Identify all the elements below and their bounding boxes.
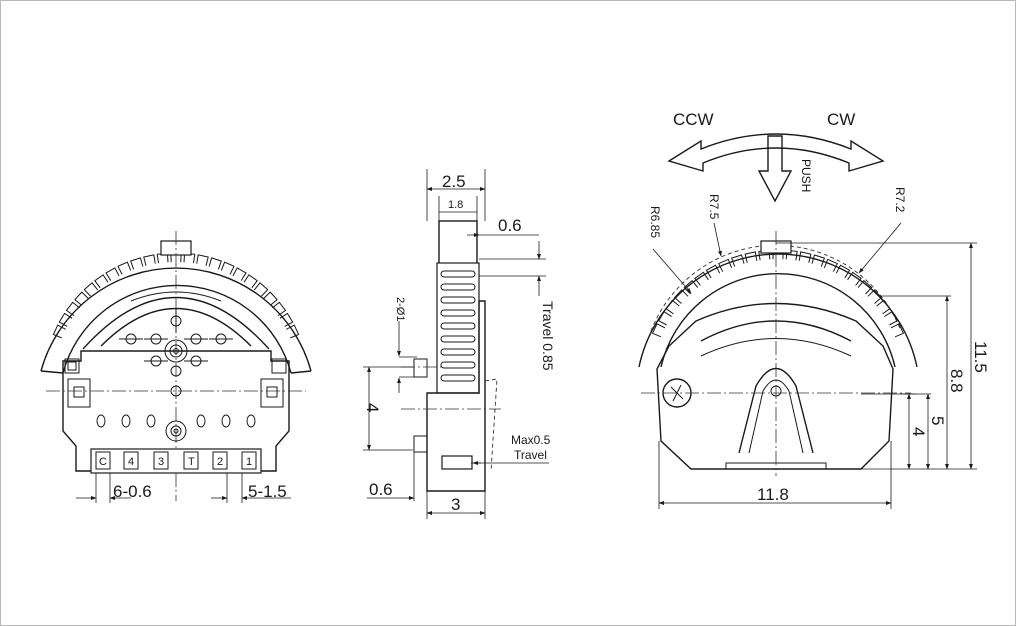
- front-wheel-outer: [40, 267, 312, 372]
- wheel-tooth: [271, 301, 287, 317]
- knurl-rib: [440, 283, 476, 291]
- wheel-tooth: [196, 254, 209, 266]
- dim-r2: R7.5: [707, 194, 721, 220]
- front-pins: C 4 3 T 2 1: [95, 451, 257, 470]
- front-hole-pattern: [96, 309, 256, 442]
- front-body: [62, 350, 290, 472]
- wheel-tooth: [867, 289, 883, 304]
- wheel-tooth: [658, 310, 672, 326]
- front-wheel-inner: [62, 284, 292, 374]
- dim-side-offset: 0.6: [369, 480, 393, 499]
- knurl-rib: [440, 335, 476, 343]
- knurl-rib: [440, 322, 476, 330]
- wheel-tooth: [65, 301, 81, 317]
- label-push: PUSH: [799, 159, 813, 192]
- wheel-tooth: [744, 251, 758, 263]
- wheel-tooth: [94, 274, 109, 289]
- knurl-rib: [440, 374, 476, 382]
- rotation-arrow: [667, 133, 885, 172]
- dim-side-hole: 2-Ø1: [394, 297, 406, 321]
- wheel-tooth: [208, 257, 222, 270]
- wheel-tooth: [220, 261, 235, 275]
- wheel-tooth: [83, 282, 99, 297]
- wheel-tooth: [823, 258, 838, 272]
- wheel-tooth: [651, 323, 666, 338]
- dim-side-max-travel: Travel: [514, 448, 547, 462]
- dim-side-step: 0.6: [498, 216, 522, 235]
- wheel-tooth: [117, 261, 132, 275]
- wheel-tooth: [847, 271, 862, 286]
- wheel-tooth: [665, 299, 680, 315]
- wheel-tooth: [52, 324, 66, 339]
- knurl-rib: [440, 309, 476, 317]
- wheel-tooth: [718, 258, 733, 272]
- wheel-tooth: [835, 264, 851, 279]
- wheel-tooth: [143, 254, 156, 266]
- label-ccw: CCW: [673, 110, 714, 129]
- label-cw: CW: [827, 110, 855, 129]
- knurl-rib: [440, 361, 476, 369]
- dim-rear-total-height: 11.5: [971, 341, 990, 373]
- side-knurl-ribs: [440, 270, 476, 382]
- knurl-rib: [440, 296, 476, 304]
- push-arrow: [757, 135, 793, 203]
- wheel-tooth: [811, 254, 826, 267]
- side-knurl: [436, 262, 480, 394]
- side-view: 2.5 1.8 0.6 Travel 0.85 2-Ø1 4 Max0.5 Tr…: [363, 169, 556, 519]
- wheel-tooth: [798, 251, 812, 263]
- dim-side-inner: 1.8: [448, 199, 463, 211]
- dim-rear-width: 11.8: [757, 485, 789, 504]
- dim-side-max: Max0.5: [511, 433, 551, 447]
- wheel-tooth: [890, 323, 905, 338]
- wheel-tooth: [279, 312, 294, 327]
- dim-r3: R7.2: [893, 187, 907, 213]
- pin-label-4: 4: [128, 456, 134, 468]
- dim-r1: R6.85: [648, 206, 662, 238]
- rear-wheel-teeth: [651, 249, 905, 338]
- front-view: C 4 3 T 2 1 6-0.6 5-1.5: [40, 231, 312, 503]
- pin-label-t: T: [188, 456, 195, 468]
- knurl-rib: [440, 270, 476, 278]
- dim-side-width: 2.5: [442, 172, 466, 191]
- wheel-tooth: [286, 324, 300, 339]
- wheel-tooth: [263, 291, 278, 306]
- wheel-tooth: [884, 310, 898, 326]
- pin-label-1: 1: [246, 456, 252, 468]
- pin-label-2: 2: [217, 456, 223, 468]
- dim-rear-h2: 8.8: [947, 369, 966, 393]
- pin-label-c: C: [99, 456, 107, 468]
- dim-side-base: 3: [451, 495, 460, 514]
- front-pin-strip: [90, 448, 262, 474]
- wheel-tooth: [785, 249, 798, 261]
- dim-rear-h3: 5: [928, 416, 947, 425]
- wheel-tooth: [705, 264, 721, 279]
- dim-rear-h4: 4: [909, 427, 928, 436]
- rear-view: CCW CW PUSH R6.85 R7.5 R7.2: [638, 110, 990, 509]
- wheel-tooth: [876, 299, 891, 315]
- rear-wheel-outer: [638, 253, 918, 368]
- wheel-tooth: [243, 274, 258, 289]
- dim-pad-width: 5-1.5: [248, 482, 287, 501]
- pin-label-3: 3: [158, 456, 164, 468]
- wheel-tooth: [694, 271, 709, 286]
- dim-pin-pitch: 6-0.6: [113, 482, 152, 501]
- dim-side-height: 4: [363, 403, 382, 412]
- wheel-tooth: [253, 282, 269, 297]
- wheel-tooth: [74, 291, 89, 306]
- wheel-tooth: [58, 312, 73, 327]
- wheel-tooth: [105, 267, 120, 281]
- wheel-tooth: [673, 289, 689, 304]
- wheel-tooth: [232, 267, 247, 281]
- wheel-tooth: [857, 279, 873, 295]
- knurl-rib: [440, 348, 476, 356]
- wheel-tooth: [730, 254, 745, 267]
- wheel-tooth: [130, 257, 144, 270]
- rear-body: [656, 302, 894, 470]
- dim-side-travel: Travel 0.85: [540, 301, 556, 371]
